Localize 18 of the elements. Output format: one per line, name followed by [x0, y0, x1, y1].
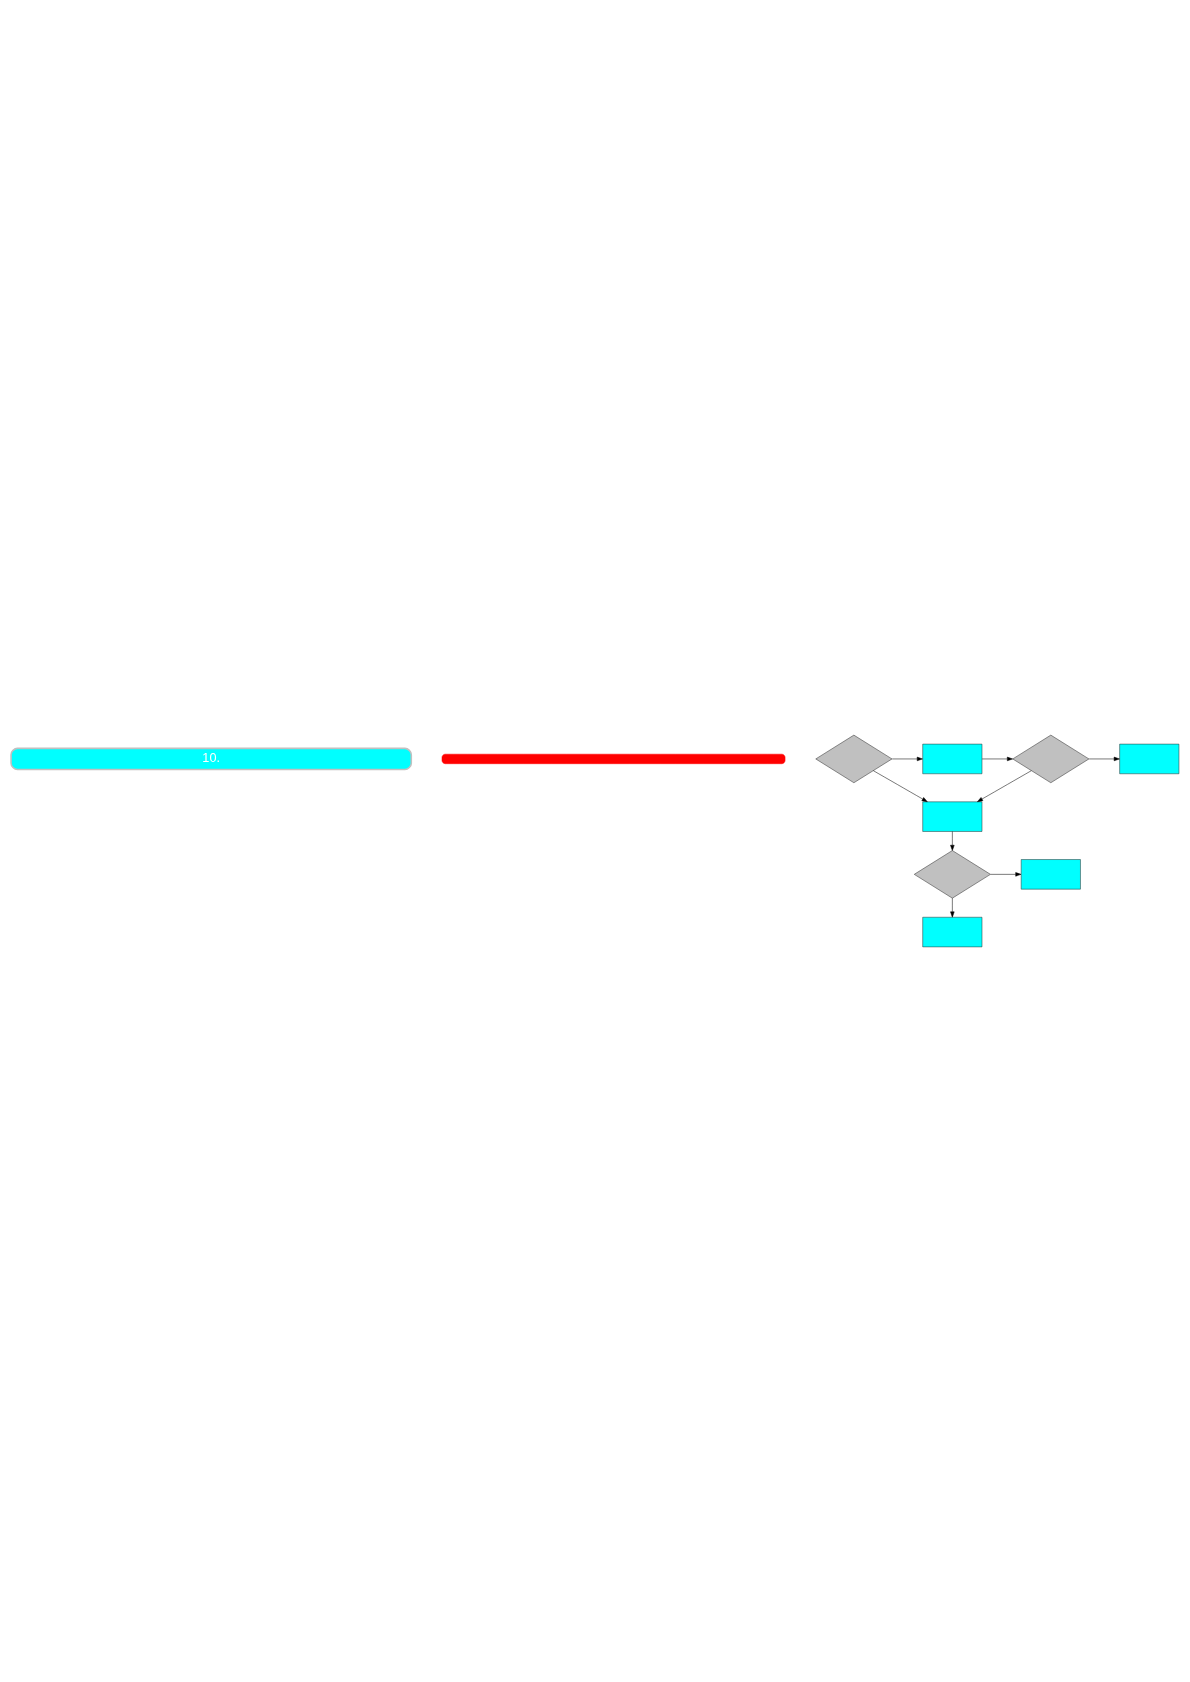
node-box [1020, 859, 1081, 890]
arrow [977, 770, 1032, 802]
arrow [891, 756, 923, 762]
arrow [1088, 756, 1120, 762]
arrow [981, 756, 1013, 762]
node-box [922, 801, 983, 832]
node-box [922, 743, 983, 775]
node-bar [441, 753, 786, 764]
node-box [1119, 743, 1180, 775]
arrow [950, 898, 955, 918]
node-diamond [815, 734, 893, 784]
arrow [990, 872, 1022, 877]
node-box [922, 916, 983, 948]
node-diamond [913, 850, 991, 899]
node-diamond [1012, 734, 1090, 784]
arrow [873, 770, 928, 802]
arrow [950, 831, 955, 851]
node-box: 10. [10, 747, 413, 771]
